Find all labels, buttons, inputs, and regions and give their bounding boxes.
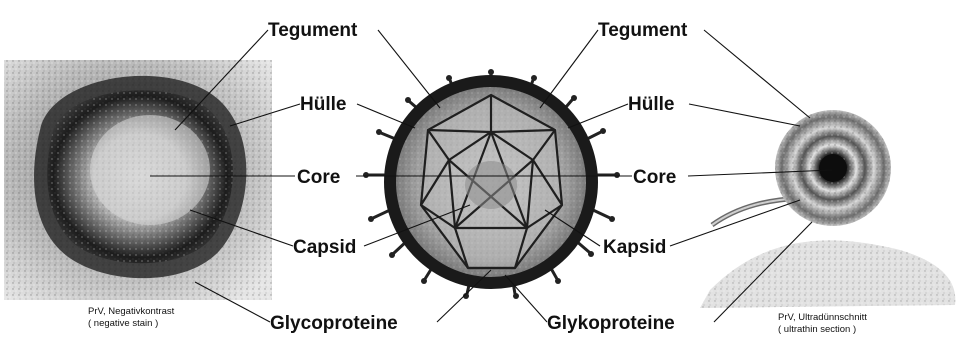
- virion-schematic: [363, 69, 620, 299]
- label-capsid-left: Capsid: [293, 237, 356, 258]
- negative-stain-micrograph: [4, 60, 272, 300]
- caption-left-line1: PrV, Negativkontrast: [88, 306, 175, 317]
- label-tegument-left: Tegument: [268, 20, 358, 41]
- label-capsid-right: Kapsid: [603, 237, 666, 258]
- label-tegument-right: Tegument: [598, 20, 688, 41]
- caption-right-line2: ( ultrathin section ): [778, 324, 856, 335]
- label-envelope-right: Hülle: [628, 94, 674, 115]
- caption-right-line1: PrV, Ultradünnschnitt: [778, 312, 867, 323]
- core: [465, 161, 517, 209]
- label-envelope-left: Hülle: [300, 94, 346, 115]
- label-glycoproteins-right: Glykoproteine: [547, 313, 675, 334]
- label-core-right: Core: [633, 167, 676, 188]
- caption-left-line2: ( negative stain ): [88, 318, 158, 329]
- ultrathin-section-micrograph: [700, 110, 955, 308]
- label-core-left: Core: [297, 167, 340, 188]
- label-glycoproteins-left: Glycoproteine: [270, 313, 398, 334]
